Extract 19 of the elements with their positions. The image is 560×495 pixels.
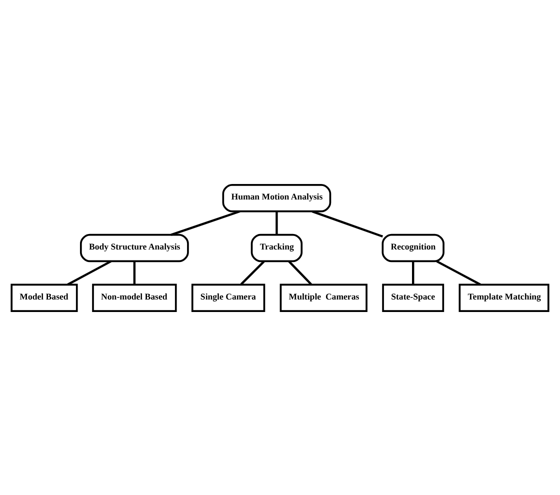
node-box: Non-model Based bbox=[92, 283, 177, 312]
connector bbox=[170, 210, 240, 236]
connector bbox=[276, 211, 278, 234]
node-box: Tracking bbox=[250, 233, 303, 262]
node-box: Single Camera bbox=[191, 283, 266, 312]
connector bbox=[312, 210, 384, 237]
connector bbox=[288, 260, 312, 285]
connector bbox=[67, 260, 112, 286]
node-box: Recognition bbox=[382, 233, 444, 262]
node-box: Human Motion Analysis bbox=[222, 184, 332, 212]
connector bbox=[133, 260, 136, 284]
connector bbox=[412, 260, 414, 284]
node-box: State-Space bbox=[382, 283, 444, 312]
node-box: Model Based bbox=[10, 283, 78, 312]
connector bbox=[436, 260, 482, 286]
node-box: Body Structure Analysis bbox=[80, 233, 189, 262]
node-box: Multiple Cameras bbox=[280, 283, 368, 312]
connector bbox=[240, 260, 265, 285]
node-box: Template Matching bbox=[458, 283, 550, 312]
